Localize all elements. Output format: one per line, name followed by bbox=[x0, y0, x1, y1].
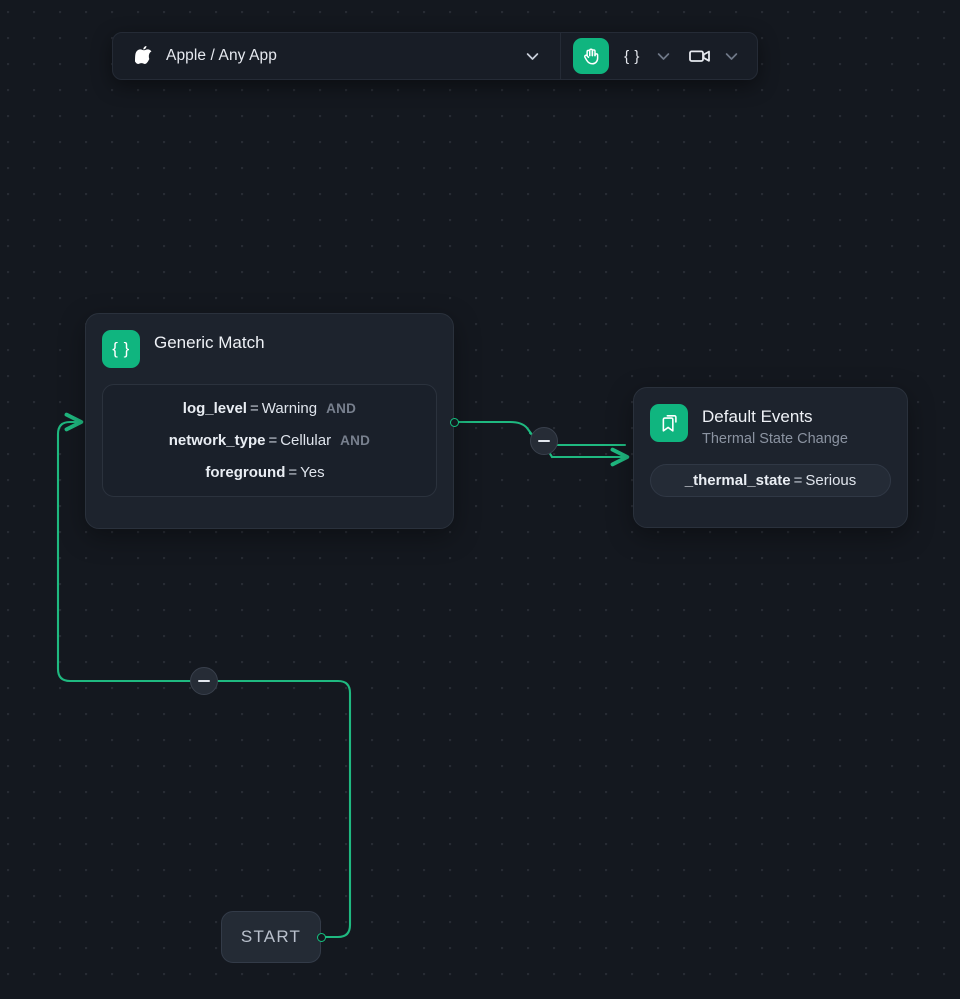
node-header: Default Events Thermal State Change bbox=[650, 404, 891, 450]
video-camera-icon bbox=[683, 38, 717, 74]
braces-icon: { } bbox=[102, 330, 140, 368]
video-tool[interactable] bbox=[681, 38, 745, 74]
node-subtitle: Thermal State Change bbox=[702, 431, 848, 447]
bookmark-icon bbox=[650, 404, 688, 442]
hand-pan-icon[interactable] bbox=[573, 38, 609, 74]
braces-icon: { } bbox=[624, 47, 640, 65]
condition-operator: = bbox=[268, 432, 278, 449]
app-selector[interactable]: Apple / Any App bbox=[113, 33, 560, 79]
condition-operator: = bbox=[288, 464, 298, 481]
node-title: Default Events bbox=[702, 407, 813, 426]
top-toolbar: Apple / Any App { } bbox=[112, 32, 758, 80]
condition-value: Cellular bbox=[280, 432, 332, 449]
condition-row[interactable]: foreground=Yes bbox=[205, 463, 333, 482]
app-selector-label: Apple / Any App bbox=[166, 47, 277, 64]
node-title: Generic Match bbox=[154, 333, 265, 352]
chevron-down-icon[interactable] bbox=[520, 38, 544, 74]
chip-operator: = bbox=[793, 472, 803, 489]
condition-row[interactable]: log_level=Warning AND bbox=[183, 399, 356, 418]
chip-key: _thermal_state bbox=[684, 472, 791, 489]
condition-operator: = bbox=[249, 400, 259, 417]
condition-logic: AND bbox=[326, 401, 357, 416]
edge-remove-button-match-to-events[interactable] bbox=[530, 427, 558, 455]
code-tool[interactable]: { } bbox=[613, 38, 677, 74]
toolbar-tools: { } bbox=[561, 33, 757, 79]
condition-value: Yes bbox=[300, 464, 325, 481]
minus-icon bbox=[538, 440, 550, 442]
chevron-down-icon[interactable] bbox=[651, 38, 675, 74]
condition-value: Warning bbox=[261, 400, 318, 417]
start-output-handle[interactable] bbox=[317, 933, 326, 942]
braces-glyph: { } bbox=[112, 339, 130, 358]
node-default-events[interactable]: Default Events Thermal State Change _the… bbox=[633, 387, 908, 528]
apple-logo-icon bbox=[135, 46, 152, 66]
node-titles: Generic Match bbox=[154, 330, 265, 355]
toolbar-divider bbox=[560, 32, 561, 80]
node-start[interactable]: START bbox=[221, 911, 321, 963]
edge-remove-button-start-to-match[interactable] bbox=[190, 667, 218, 695]
condition-key: foreground bbox=[205, 464, 286, 481]
event-property-chip[interactable]: _thermal_state=Serious bbox=[650, 464, 891, 497]
chevron-down-icon[interactable] bbox=[719, 38, 743, 74]
node-header: { } Generic Match bbox=[102, 330, 437, 368]
condition-row[interactable]: network_type=Cellular AND bbox=[169, 431, 370, 450]
start-label: START bbox=[240, 927, 302, 946]
condition-key: log_level bbox=[182, 400, 247, 417]
node-titles: Default Events Thermal State Change bbox=[702, 404, 848, 450]
condition-key: network_type bbox=[168, 432, 266, 449]
chip-value: Serious bbox=[805, 472, 857, 489]
condition-logic: AND bbox=[340, 433, 371, 448]
node-output-handle[interactable] bbox=[450, 418, 459, 427]
minus-icon bbox=[198, 680, 210, 682]
